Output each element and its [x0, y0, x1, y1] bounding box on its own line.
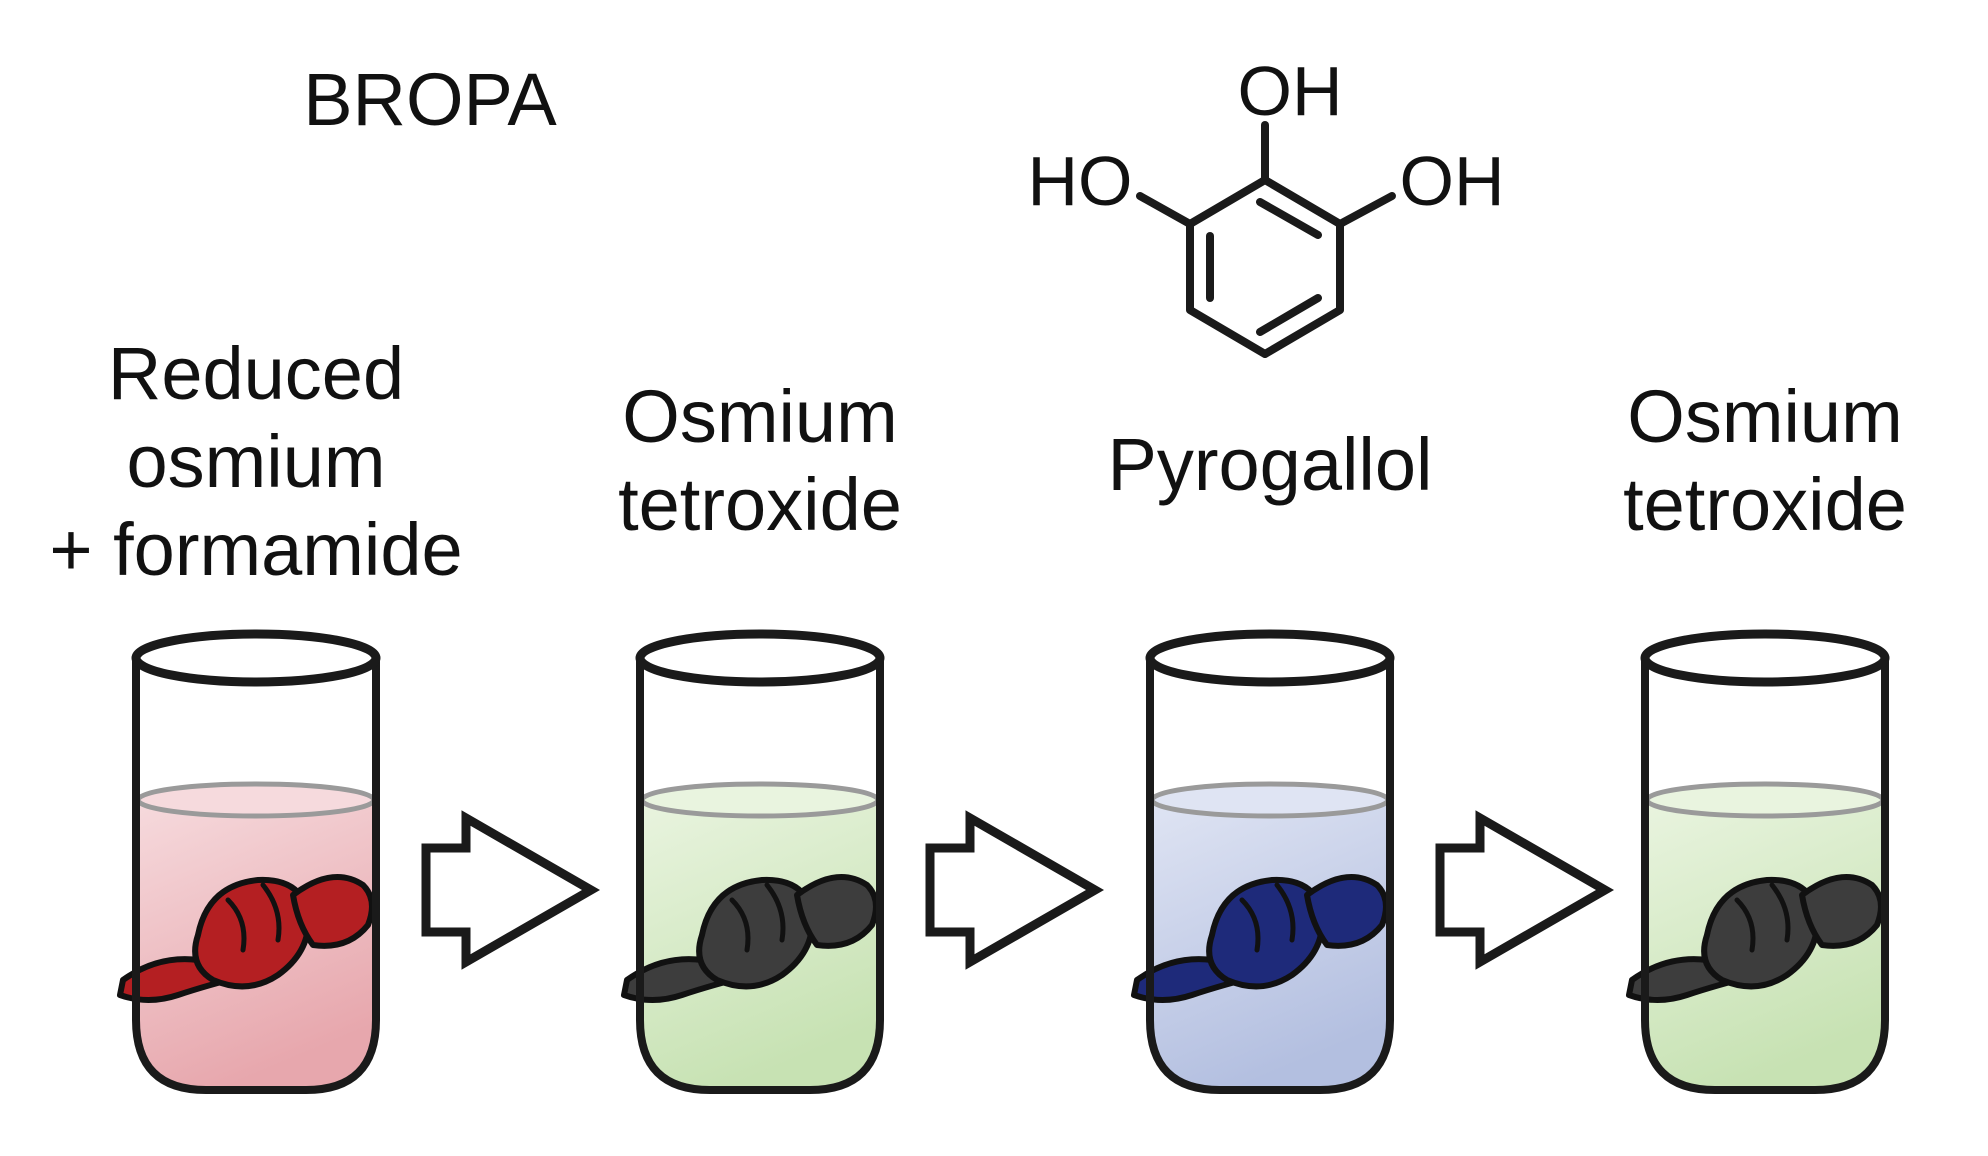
- tissue-sample: [1131, 874, 1389, 1003]
- step-label-line: Pyrogallol: [1108, 423, 1433, 506]
- step-label-line: Osmium: [1627, 375, 1902, 458]
- step-label-line: Reduced: [108, 332, 404, 415]
- beaker-rim: [1145, 629, 1395, 687]
- liquid-surface: [1149, 781, 1391, 819]
- step-label-line: osmium: [126, 420, 385, 503]
- substituent-right-oh: OH: [1400, 142, 1505, 220]
- bond-left-ho: [1136, 192, 1194, 228]
- beaker-body: [636, 654, 884, 1094]
- tissue-sample: [117, 874, 375, 1003]
- liquid-surface: [135, 781, 377, 819]
- pyrogallol-structure: OH HO OH: [1028, 52, 1505, 358]
- process-arrows: [421, 810, 1615, 970]
- liquid-surface: [639, 781, 881, 819]
- beaker-rim: [635, 629, 885, 687]
- step-3: Pyrogallol: [1108, 423, 1433, 1094]
- beaker-body: [1146, 654, 1394, 1094]
- beaker-rim: [1640, 629, 1890, 687]
- step-label-line: Osmium: [622, 375, 897, 458]
- bond-right-oh: [1336, 192, 1396, 228]
- double-bond-inner-2: [1256, 294, 1322, 336]
- tissue-sample: [621, 874, 879, 1003]
- substituent-top-oh: OH: [1238, 52, 1343, 130]
- process-arrow: [925, 810, 1105, 970]
- step-label-line: + formamide: [49, 508, 462, 591]
- diagram-title: BROPA: [303, 58, 557, 141]
- beaker-body: [132, 654, 380, 1094]
- beaker-rim: [131, 629, 381, 687]
- beaker-body: [1641, 654, 1889, 1094]
- tissue-sample: [1626, 874, 1884, 1003]
- step-label-line: tetroxide: [618, 463, 902, 546]
- substituent-left-ho: HO: [1028, 142, 1133, 220]
- step-label-line: tetroxide: [1623, 463, 1907, 546]
- process-arrow: [1435, 810, 1615, 970]
- liquid-surface: [1644, 781, 1886, 819]
- double-bond-inner-1: [1256, 198, 1322, 239]
- process-arrow: [421, 810, 601, 970]
